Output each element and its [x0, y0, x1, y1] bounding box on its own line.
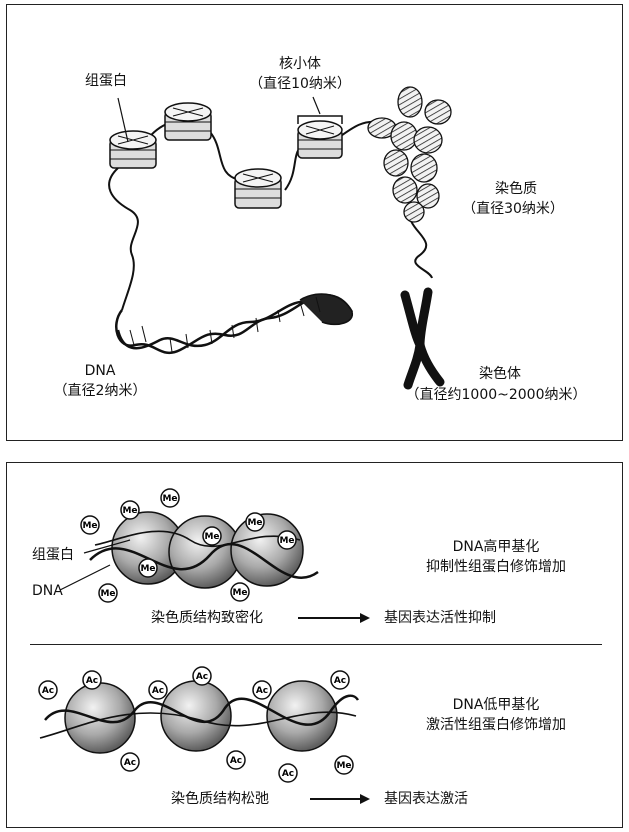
linker-dna	[139, 120, 379, 191]
low-methylation-line2: 激活性组蛋白修饰增加	[426, 717, 566, 733]
compact-structure-label: 染色质结构致密化	[151, 610, 263, 626]
bottom-dna-label: DNA	[32, 583, 63, 599]
loose-structure-label: 染色质结构松弛	[171, 791, 269, 807]
suppression-result-label: 基因表达活性抑制	[384, 610, 496, 626]
high-methylation-line1: DNA高甲基化	[452, 539, 540, 555]
dna-size-label: （直径2纳米）	[53, 383, 147, 399]
high-methylation-line2: 抑制性组蛋白修饰增加	[426, 559, 566, 575]
chromosome-size-label: （直径约1000~2000纳米）	[405, 387, 587, 403]
nucleosome-bead-3	[234, 168, 282, 209]
chromatin-label: 染色质	[495, 181, 537, 197]
nucleosome-label: 核小体	[279, 56, 321, 72]
chromatin-size-label: （直径30纳米）	[462, 201, 564, 217]
nucleosome-bead-1	[109, 130, 157, 169]
chromosome-x	[400, 287, 445, 390]
activation-result-label: 基因表达激活	[384, 791, 468, 807]
dna-tail-right	[408, 209, 433, 279]
dna-double-helix	[115, 293, 354, 354]
dna-tail-left	[108, 167, 139, 311]
dna-label: DNA	[84, 363, 116, 379]
histone-leader	[117, 97, 129, 143]
methylation-comparison-panel	[6, 462, 623, 828]
low-methylation-line1: DNA低甲基化	[452, 697, 540, 713]
bottom-histone-label: 组蛋白	[32, 547, 74, 563]
nucleosome-bracket	[297, 115, 343, 124]
nucleosome-bead-2	[164, 102, 212, 141]
nucleosome-size-label: （直径10纳米）	[249, 76, 351, 92]
nucleosome-leader	[312, 96, 321, 115]
nucleosome-bead-4	[297, 120, 343, 159]
histone-label: 组蛋白	[85, 73, 127, 89]
chromatin-fiber	[367, 86, 452, 223]
chromatin-hierarchy-drawing	[108, 86, 452, 390]
chromatin-hierarchy-panel	[6, 4, 623, 441]
section-divider	[30, 644, 602, 645]
chromosome-label: 染色体	[479, 366, 521, 382]
